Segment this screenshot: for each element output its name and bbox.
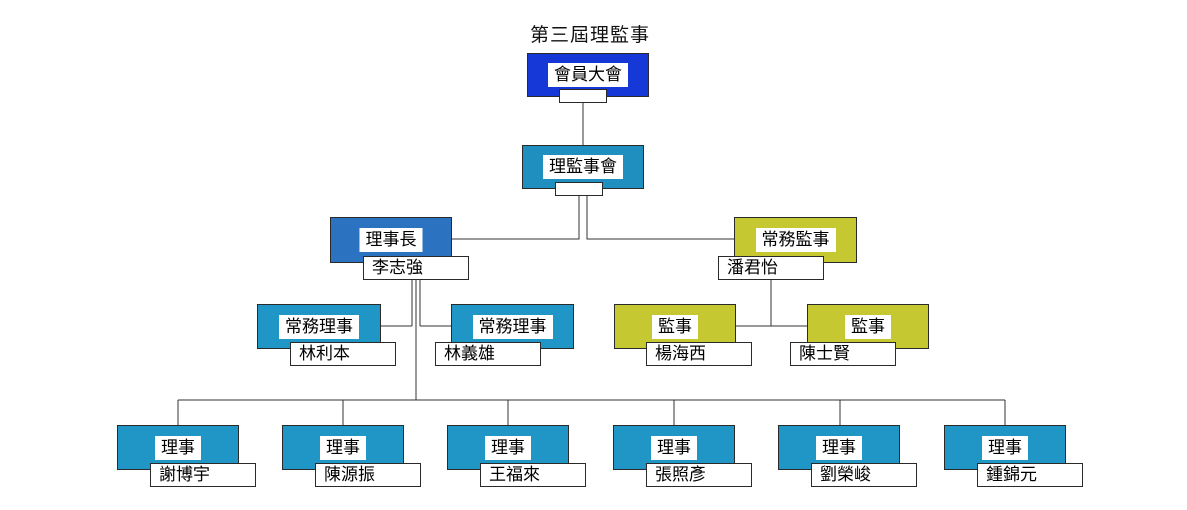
director-1-label: 理事	[155, 435, 201, 460]
assembly-blank-box	[559, 89, 607, 103]
supervisor-2-label: 監事	[845, 314, 891, 339]
supervisor-1-label: 監事	[652, 314, 698, 339]
standing-supervisor-name: 潘君怡	[718, 256, 824, 280]
standing-director-1-label: 常務理事	[279, 314, 359, 339]
assembly-label: 會員大會	[548, 63, 628, 87]
director-5-name: 劉榮峻	[811, 463, 917, 487]
chairman-label: 理事長	[359, 228, 423, 252]
standing-supervisor-node: 常務監事	[734, 217, 857, 263]
director-5-node: 理事	[778, 425, 900, 470]
line-board-supervisor	[586, 196, 734, 240]
board-label: 理監事會	[543, 155, 623, 179]
director-2-name: 陳源振	[315, 463, 421, 487]
chairman-name: 李志強	[363, 256, 469, 280]
director-4-node: 理事	[613, 425, 735, 470]
director-1-name: 謝博宇	[150, 463, 256, 487]
board-node: 理監事會	[522, 145, 644, 189]
standing-director-2-node: 常務理事	[451, 304, 574, 349]
director-6-node: 理事	[944, 425, 1066, 470]
supervisor-1-node: 監事	[614, 304, 736, 349]
director-4-label: 理事	[651, 435, 697, 460]
assembly-node: 會員大會	[527, 53, 649, 97]
standing-director-2-name: 林義雄	[435, 342, 541, 366]
supervisor-2-name: 陳士賢	[790, 342, 896, 366]
standing-director-2-label: 常務理事	[472, 314, 553, 339]
director-2-label: 理事	[320, 435, 366, 460]
supervisor-2-node: 監事	[807, 304, 929, 349]
board-blank-box	[555, 182, 603, 196]
supervisor-1-name: 楊海西	[646, 342, 752, 366]
chairman-node: 理事長	[330, 217, 452, 263]
director-1-node: 理事	[117, 425, 239, 470]
director-4-name: 張照彥	[646, 463, 752, 487]
line-board-chairman	[452, 196, 580, 240]
standing-director-1-node: 常務理事	[257, 304, 381, 349]
director-3-label: 理事	[485, 435, 531, 460]
director-3-name: 王福來	[480, 463, 586, 487]
standing-supervisor-label: 常務監事	[755, 228, 836, 252]
director-6-label: 理事	[982, 435, 1028, 460]
chart-title: 第三屆理監事	[530, 24, 651, 46]
standing-director-1-name: 林利本	[290, 342, 396, 366]
director-2-node: 理事	[282, 425, 404, 470]
director-5-label: 理事	[816, 435, 862, 460]
director-6-name: 鍾錦元	[977, 463, 1083, 487]
